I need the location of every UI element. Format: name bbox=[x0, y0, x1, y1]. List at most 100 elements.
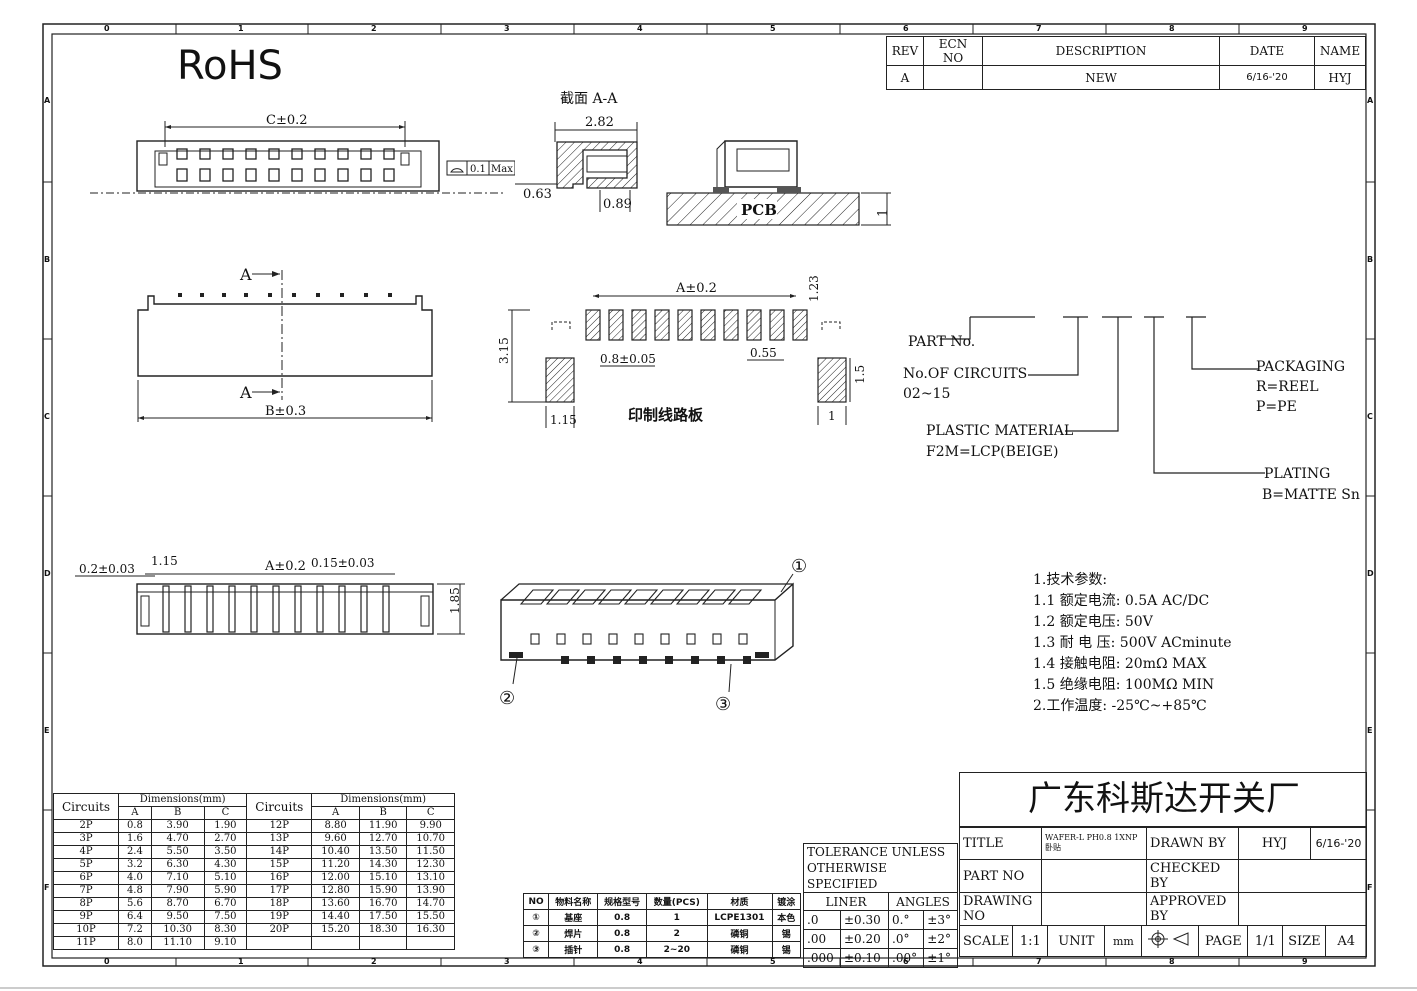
cell: 17.50 bbox=[358, 910, 408, 924]
grid-num: 8 bbox=[1169, 24, 1175, 33]
cell: 锡 bbox=[771, 925, 801, 942]
dim-sub: B bbox=[150, 806, 205, 820]
pn-plating-value: B=MATTE Sn bbox=[1262, 487, 1360, 503]
rohs-mark: RoHS bbox=[177, 43, 283, 89]
fp-caption: 印制线路板 bbox=[628, 406, 704, 424]
size-label: SIZE bbox=[1282, 925, 1327, 957]
dim-sub: C bbox=[203, 806, 248, 820]
cell: 4P bbox=[53, 845, 119, 859]
grid-letter: E bbox=[1367, 726, 1373, 735]
spec-line: 1.技术参数: bbox=[1033, 572, 1108, 588]
grid-letter: A bbox=[1367, 96, 1374, 105]
cell: LCPE1301 bbox=[706, 909, 773, 926]
cell: 12.70 bbox=[358, 832, 408, 846]
cell: 14.30 bbox=[358, 858, 408, 872]
cell: 15P bbox=[246, 858, 313, 872]
dim-sub: A bbox=[118, 806, 152, 820]
fp-w115: 1.15 bbox=[550, 413, 577, 427]
side-a-dim: A±0.2 bbox=[264, 559, 306, 574]
checked-by-label: CHECKED BY bbox=[1146, 859, 1239, 893]
cell: 10.70 bbox=[406, 832, 455, 846]
cell: 2P bbox=[53, 819, 119, 833]
cell: 0.8 bbox=[597, 909, 648, 926]
spec-line: 1.2 额定电压: 50V bbox=[1033, 614, 1153, 630]
date-value: 6/16-'20 bbox=[1219, 65, 1315, 90]
drawing-no-value bbox=[1041, 892, 1147, 926]
side-d2: 1.15 bbox=[151, 554, 178, 568]
cell: 8.70 bbox=[150, 897, 205, 911]
flatness-max: Max bbox=[491, 164, 513, 175]
cell: 8.0 bbox=[118, 936, 152, 950]
name-value: HYJ bbox=[1314, 65, 1366, 90]
cell: 19P bbox=[246, 910, 313, 924]
cell: 16.70 bbox=[358, 897, 408, 911]
cell: 16P bbox=[246, 871, 313, 885]
front-view: A A B±0.3 bbox=[137, 265, 433, 422]
cell bbox=[358, 936, 408, 950]
spec-line: 1.3 耐 电 压: 500V ACminute bbox=[1033, 635, 1232, 651]
pn-circuits-range: 02~15 bbox=[903, 386, 951, 402]
fp-pitch: 0.8±0.05 bbox=[600, 352, 656, 366]
cell: 磷铜 bbox=[706, 941, 773, 958]
cell: 2.4 bbox=[118, 845, 152, 859]
table-row: .00±0.20.0°±2° bbox=[803, 929, 958, 949]
part-number-diagram bbox=[940, 316, 1265, 474]
cell: 8P bbox=[53, 897, 119, 911]
grid-num: 3 bbox=[504, 957, 510, 966]
dim-sub: B bbox=[358, 806, 408, 820]
drawing-no-label: DRAWING NO bbox=[959, 892, 1042, 926]
revision-table: REV ECN NO DESCRIPTION DATE NAME A NEW 6… bbox=[886, 36, 1366, 90]
grid-letter: F bbox=[44, 883, 50, 892]
scale-row: SCALE 1:1 UNIT mm PAGE 1/1 SIZE A4 bbox=[958, 925, 1367, 957]
cell: 基座 bbox=[548, 909, 599, 926]
grid-num: 4 bbox=[637, 24, 643, 33]
grid-letter: D bbox=[1367, 569, 1374, 578]
pn-label: PART No. bbox=[908, 334, 976, 350]
spec-line: 1.1 额定电流: 0.5A AC/DC bbox=[1033, 593, 1210, 609]
side-d1: 0.2±0.03 bbox=[79, 562, 135, 576]
bom-h: 镀涂 bbox=[771, 893, 801, 910]
cell: .00 bbox=[803, 929, 841, 949]
grid-letter: A bbox=[44, 96, 51, 105]
grid-letter: F bbox=[1367, 883, 1373, 892]
cell: ±3° bbox=[923, 910, 958, 930]
cell: 13.90 bbox=[406, 884, 455, 898]
fp-w1: 1 bbox=[828, 409, 836, 423]
part-no-label: PART NO bbox=[959, 859, 1042, 893]
cell: 7.90 bbox=[150, 884, 205, 898]
spec-line: 1.4 接触电阻: 20mΩ MAX bbox=[1033, 656, 1207, 672]
cell: .0 bbox=[803, 910, 841, 930]
cell: 焊片 bbox=[548, 925, 599, 942]
section-mark-bottom: A bbox=[239, 383, 252, 402]
flatness-value: 0.1 bbox=[470, 164, 486, 175]
cell: 13.10 bbox=[406, 871, 455, 885]
grid-num: 3 bbox=[504, 24, 510, 33]
company-box: 广东科斯达开关厂 bbox=[959, 772, 1367, 828]
drawn-name: HYJ bbox=[1238, 826, 1311, 860]
cell: 0.8 bbox=[118, 819, 152, 833]
cell: 12P bbox=[246, 819, 313, 833]
page-label: PAGE bbox=[1198, 925, 1249, 957]
fp-pad-w: 0.55 bbox=[750, 346, 777, 360]
grid-num: 6 bbox=[903, 24, 909, 33]
side-d3: 0.15±0.03 bbox=[311, 556, 375, 570]
cell: 6.30 bbox=[150, 858, 205, 872]
cell: 本色 bbox=[771, 909, 801, 926]
specs-block: 1.技术参数: 1.1 额定电流: 0.5A AC/DC 1.2 额定电压: 5… bbox=[1033, 570, 1232, 717]
cell: 15.20 bbox=[311, 923, 360, 937]
cell: 8.80 bbox=[311, 819, 360, 833]
grid-num: 1 bbox=[238, 957, 244, 966]
description-header: DESCRIPTION bbox=[982, 36, 1220, 66]
pcb-thickness: 1 bbox=[876, 209, 891, 217]
cell: 7P bbox=[53, 884, 119, 898]
cell: 0.8 bbox=[597, 925, 648, 942]
grid-num: 7 bbox=[1036, 957, 1042, 966]
cell: 7.2 bbox=[118, 923, 152, 937]
cell: 15.50 bbox=[406, 910, 455, 924]
title-block: TITLE WAFER-L PH0.8 1XNP 卧贴 DRAWN BY HYJ… bbox=[959, 826, 1367, 926]
